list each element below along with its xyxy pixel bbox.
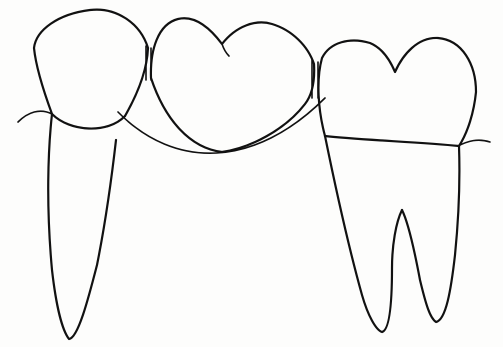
right-crown-margin — [325, 136, 459, 146]
left-crown-margin — [52, 114, 125, 129]
pontic-groove — [222, 44, 229, 56]
pontic-crown — [151, 18, 314, 152]
gum-line-middle-segment — [118, 98, 325, 153]
right-mesial-root — [325, 136, 402, 332]
pontic-outline — [151, 18, 314, 152]
gum-line — [18, 98, 490, 153]
right-crown-outline — [318, 38, 476, 146]
left-abutment-tooth — [34, 10, 148, 339]
gum-line-left-segment — [18, 111, 52, 122]
right-abutment-tooth — [318, 38, 476, 332]
left-root-outline — [48, 114, 116, 339]
right-distal-root — [402, 146, 459, 322]
left-crown-outline — [34, 10, 148, 116]
